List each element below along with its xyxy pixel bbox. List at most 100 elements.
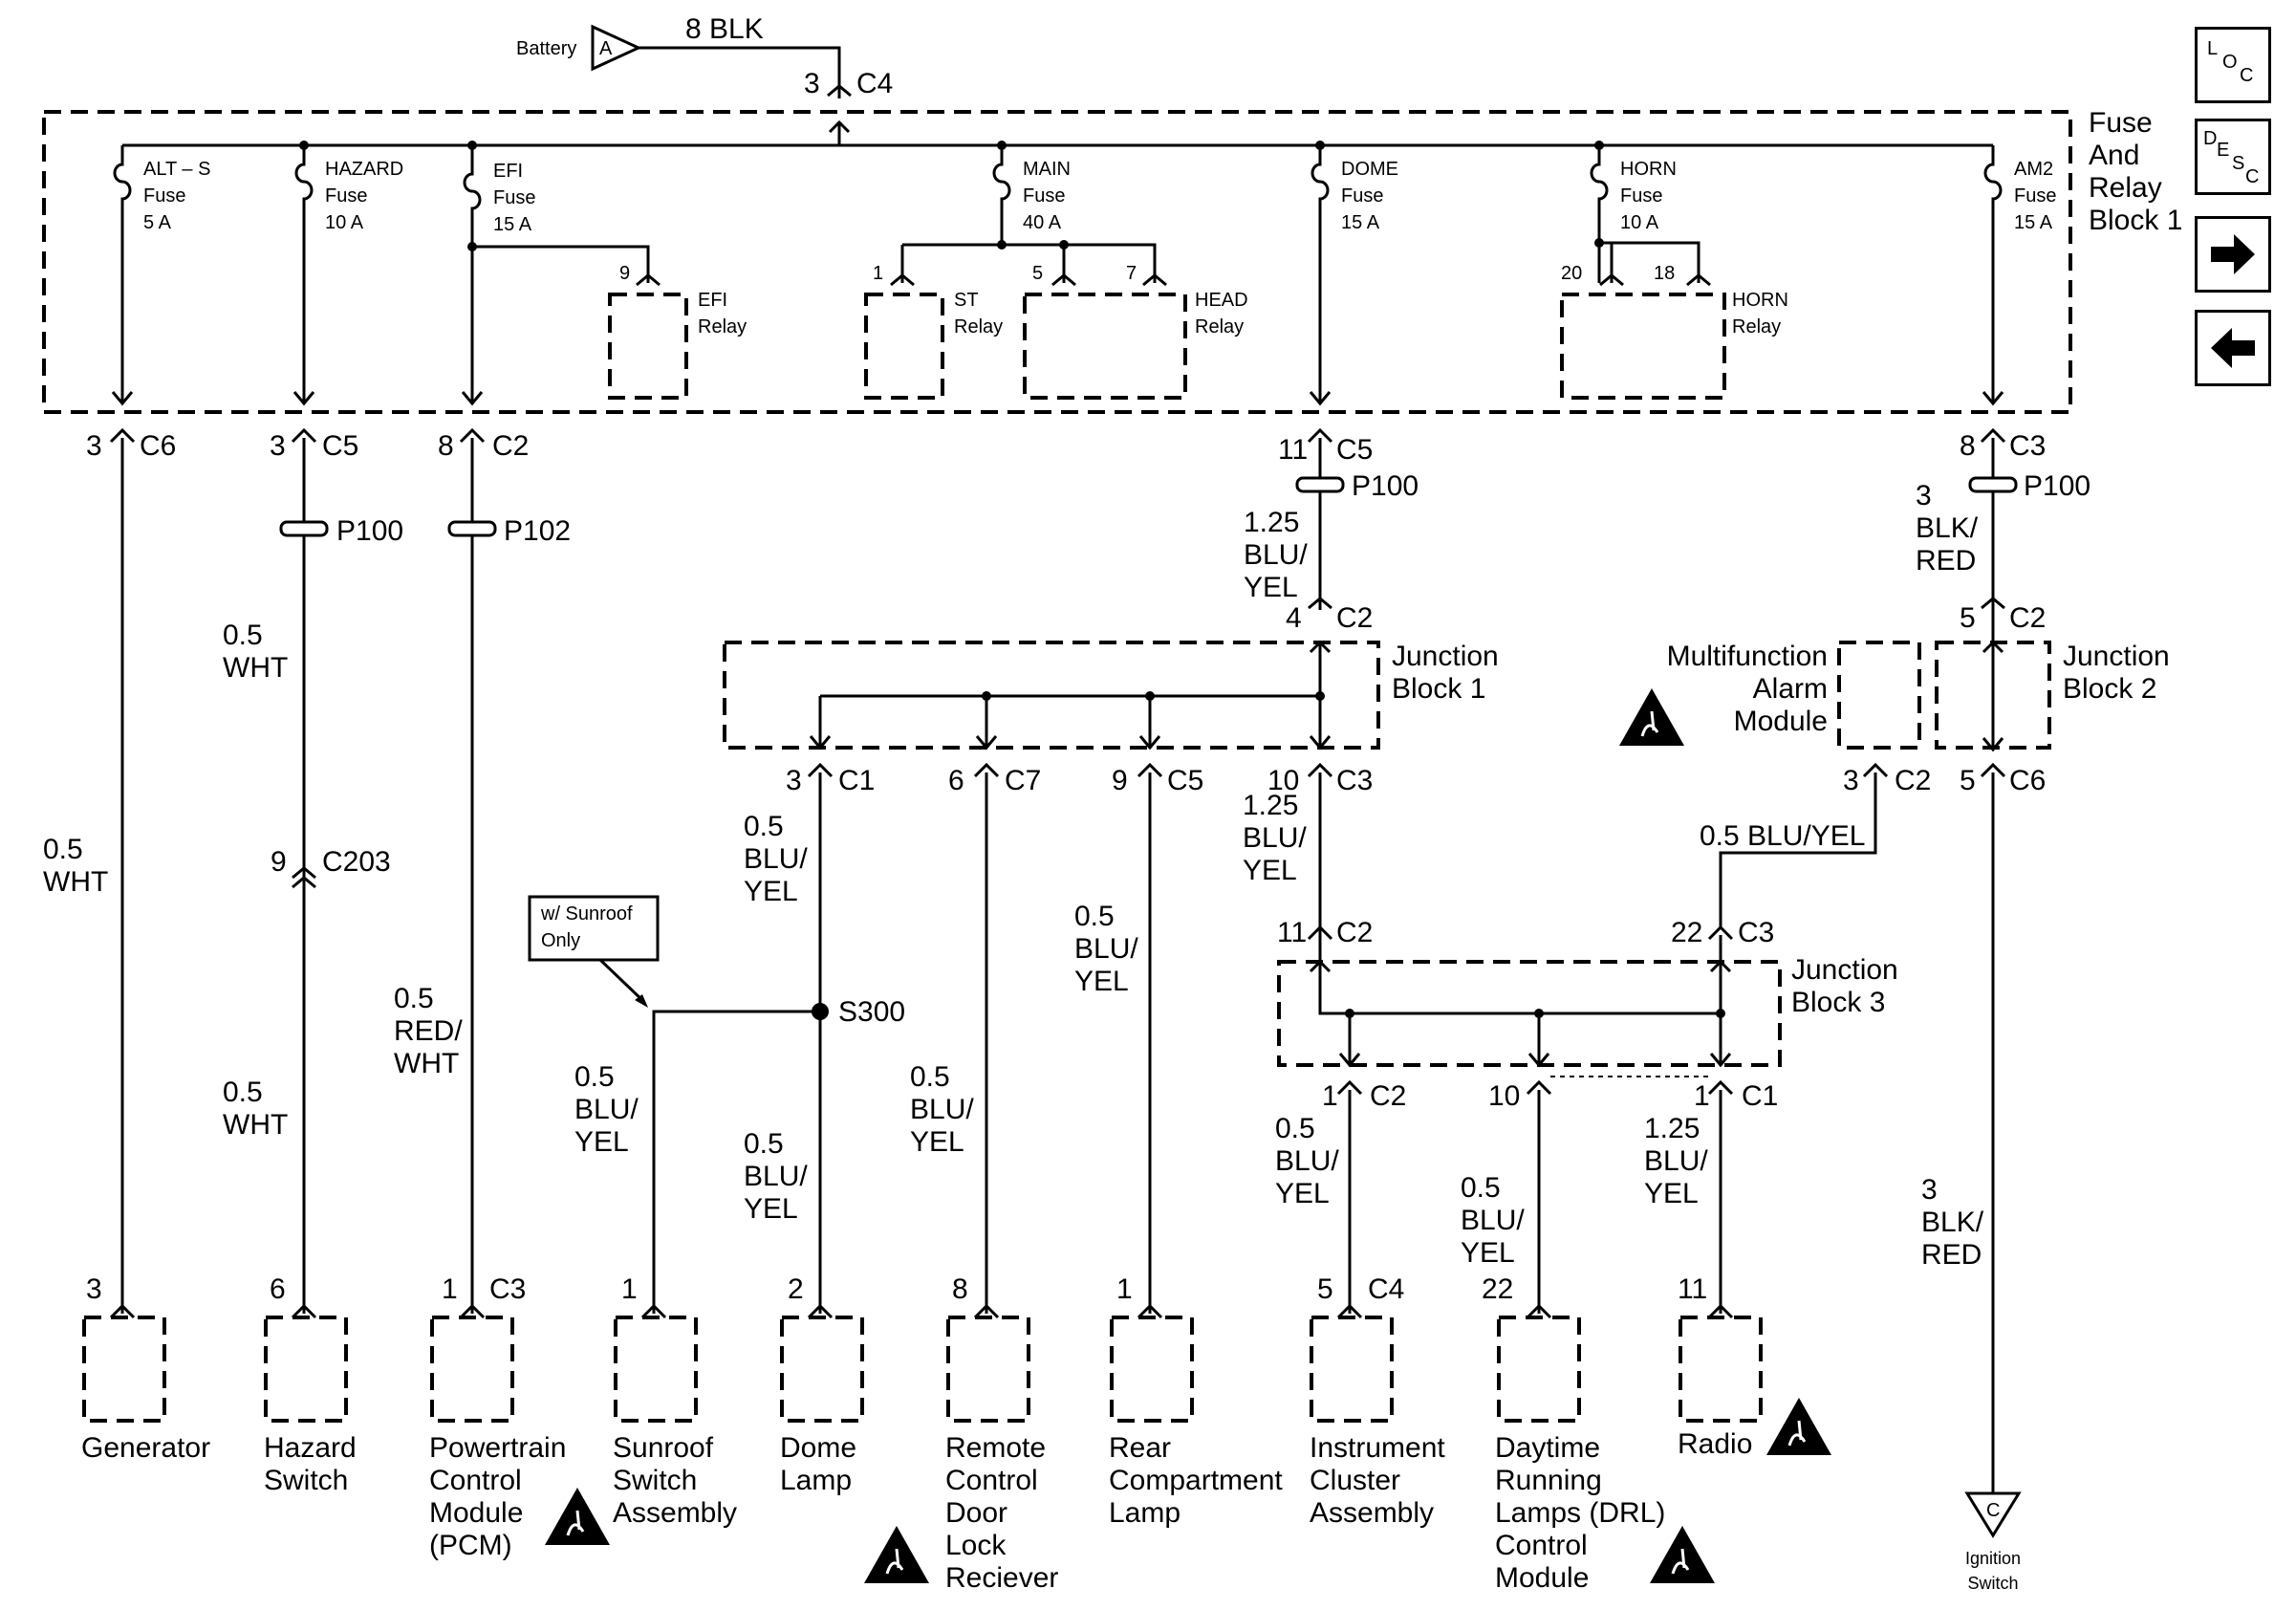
svg-text:Generator: Generator: [81, 1432, 210, 1464]
svg-text:Lamp: Lamp: [1109, 1497, 1180, 1529]
fuse-main: MAIN Fuse 40 A: [900, 141, 1157, 283]
svg-text:6: 6: [948, 765, 964, 796]
svg-text:YEL: YEL: [1461, 1237, 1515, 1269]
svg-text:Assembly: Assembly: [1310, 1497, 1434, 1529]
svg-text:Only: Only: [541, 930, 580, 951]
svg-text:6: 6: [270, 1273, 286, 1305]
svg-text:0.5: 0.5: [744, 811, 784, 842]
jb3-outputs: 1 C2 10 1 C1 0.5 BLU/ YEL 0.5 BLU/ YEL 1…: [1275, 1076, 1778, 1314]
svg-text:C5: C5: [322, 430, 358, 462]
svg-text:1: 1: [621, 1273, 638, 1305]
svg-text:C6: C6: [140, 430, 176, 462]
svg-text:Module: Module: [1495, 1562, 1589, 1594]
svg-text:Switch: Switch: [264, 1465, 348, 1496]
hazard-circuit: 3 C5 P100 0.5 WHT 9 C203 0.5 WHT: [223, 427, 403, 1314]
svg-text:C2: C2: [1336, 917, 1373, 948]
svg-text:BLK/: BLK/: [1921, 1207, 1984, 1238]
relay-head: 5 7 HEAD Relay: [1023, 263, 1248, 400]
svg-text:1: 1: [873, 263, 883, 284]
svg-text:1.25: 1.25: [1243, 790, 1298, 821]
svg-text:3: 3: [270, 430, 286, 462]
svg-text:S300: S300: [838, 996, 905, 1028]
svg-text:P102: P102: [504, 515, 571, 547]
junction-block-1: Junction Block 1: [723, 640, 1499, 751]
location-button[interactable]: L O C: [2195, 27, 2271, 103]
svg-text:Control: Control: [1495, 1530, 1588, 1561]
description-button[interactable]: D E S C: [2195, 119, 2271, 195]
svg-text:10: 10: [1488, 1080, 1520, 1112]
svg-text:1: 1: [1694, 1080, 1710, 1112]
svg-text:10: 10: [1267, 765, 1299, 796]
svg-text:8: 8: [952, 1273, 968, 1305]
svg-text:C: C: [2245, 166, 2259, 187]
svg-text:0.5: 0.5: [1074, 901, 1115, 932]
splice-p100-icon: [1968, 476, 2018, 493]
svg-text:5: 5: [1960, 765, 1976, 796]
svg-text:YEL: YEL: [1074, 966, 1129, 997]
svg-text:Block 3: Block 3: [1791, 987, 1885, 1018]
ignition-circuit: 5 C6 3 BLK/ RED C Ignition Switch: [1921, 762, 2046, 1593]
svg-text:C2: C2: [1336, 602, 1373, 634]
svg-text:0.5: 0.5: [910, 1061, 950, 1093]
svg-text:BLU/: BLU/: [910, 1094, 974, 1125]
jb3-feed-circuit: 11 C2: [1277, 917, 1373, 962]
svg-text:5: 5: [1317, 1273, 1333, 1305]
svg-text:C7: C7: [1005, 765, 1041, 796]
svg-text:Sunroof: Sunroof: [613, 1432, 714, 1464]
svg-text:ALT – S: ALT – S: [143, 159, 210, 180]
svg-text:Fuse: Fuse: [143, 185, 185, 207]
svg-text:Rear: Rear: [1109, 1432, 1171, 1464]
svg-text:22: 22: [1482, 1273, 1513, 1305]
svg-text:EFI: EFI: [698, 290, 727, 311]
svg-text:10 A: 10 A: [325, 212, 364, 233]
svg-text:Powertrain: Powertrain: [429, 1432, 566, 1464]
fuse-am2: AM2 Fuse 15 A: [1982, 145, 2056, 406]
svg-text:Relay: Relay: [698, 316, 747, 337]
ignition-connector-icon: [1964, 1491, 2022, 1538]
svg-text:10 A: 10 A: [1620, 212, 1659, 233]
svg-text:7: 7: [1126, 263, 1137, 284]
svg-text:15 A: 15 A: [1341, 212, 1380, 233]
svg-text:3: 3: [1843, 765, 1859, 796]
svg-text:BLU/: BLU/: [1074, 933, 1138, 965]
svg-text:Block 1: Block 1: [1392, 673, 1485, 705]
component-remote-door-lock: 8 Remote Control Door Lock Reciever: [864, 1273, 1058, 1594]
svg-text:Remote: Remote: [945, 1432, 1046, 1464]
jb1-outputs: 3 C1 6 C7 9 C5 10 C3 0.5 BLU/ YEL 0.5 BL…: [744, 762, 1373, 1314]
svg-text:0.5: 0.5: [744, 1128, 784, 1160]
svg-text:DOME: DOME: [1341, 159, 1398, 180]
svg-text:P100: P100: [2024, 470, 2090, 502]
component-generator: 3 Generator: [81, 1273, 210, 1464]
next-button[interactable]: [2195, 216, 2271, 293]
svg-text:BLU/: BLU/: [744, 843, 808, 875]
svg-text:BLU/: BLU/: [1244, 539, 1308, 571]
svg-text:HORN: HORN: [1732, 290, 1788, 311]
fuse-efi: EFI Fuse 15 A: [461, 141, 650, 406]
svg-text:C1: C1: [838, 765, 875, 796]
back-button[interactable]: [2195, 310, 2271, 386]
svg-text:C5: C5: [1336, 434, 1373, 466]
junction-block-2: Junction Block 2: [1935, 640, 2170, 752]
svg-text:Fuse: Fuse: [1341, 185, 1383, 207]
svg-text:3: 3: [86, 1273, 102, 1305]
fuse-relay-block-1: Fuse And Relay Block 1 ALT – S Fuse 5 A …: [42, 107, 2182, 414]
svg-text:C3: C3: [1738, 917, 1774, 948]
svg-text:RED: RED: [1921, 1239, 1982, 1271]
multifunction-alarm-module: Multifunction Alarm Module 3 C2 0.5 BLU/…: [1667, 641, 1931, 962]
svg-text:5: 5: [1960, 602, 1976, 634]
svg-text:C2: C2: [492, 430, 529, 462]
svg-text:Control: Control: [945, 1465, 1038, 1496]
svg-text:Lock: Lock: [945, 1530, 1007, 1561]
dome-feed-circuit: 11 C5 P100 1.25 BLU/ YEL 4 C2: [1244, 427, 1419, 634]
svg-text:YEL: YEL: [1243, 855, 1297, 886]
svg-text:C2: C2: [1895, 765, 1931, 796]
svg-text:HAZARD: HAZARD: [325, 159, 403, 180]
svg-text:9: 9: [619, 263, 630, 284]
svg-text:18: 18: [1654, 263, 1675, 284]
svg-text:Junction: Junction: [2063, 641, 2170, 672]
svg-text:Daytime: Daytime: [1495, 1432, 1600, 1464]
battery-wire-label: 8 BLK: [685, 13, 764, 45]
svg-text:C6: C6: [2009, 765, 2046, 796]
svg-text:Door: Door: [945, 1497, 1007, 1529]
